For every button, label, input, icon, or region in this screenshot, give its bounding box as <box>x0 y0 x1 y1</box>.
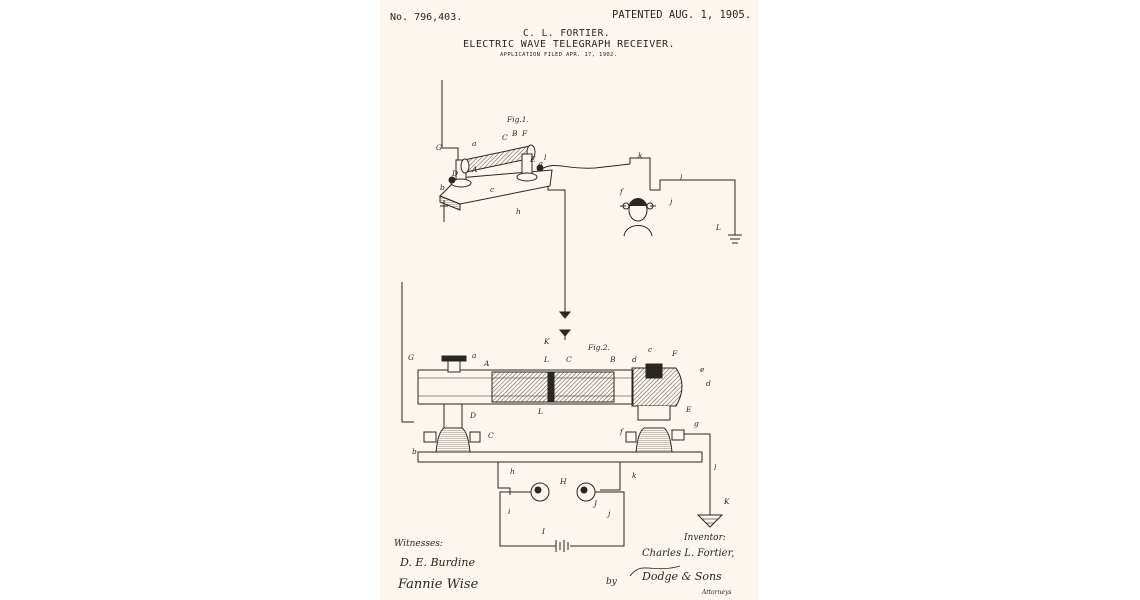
label-E: E <box>685 405 692 414</box>
label-k: k <box>638 151 643 160</box>
fig2-wire-h <box>498 462 510 495</box>
label-b: b <box>440 183 445 192</box>
fig2-battery-I <box>556 540 568 552</box>
figure-1: Fig.1. <box>436 80 742 318</box>
label-C-lower: C <box>488 431 494 440</box>
fig1-wire-l <box>650 180 735 235</box>
label-j: j <box>668 197 673 206</box>
label-a: a <box>472 139 476 148</box>
patent-drawing: Fig.1. <box>380 0 758 600</box>
label-f: f <box>619 187 624 196</box>
label-B: B <box>511 129 518 138</box>
label-A: A <box>483 359 490 368</box>
label-L: L <box>537 407 543 416</box>
attorney-signature: Dodge & Sons <box>641 570 722 583</box>
label-l: l <box>680 173 683 182</box>
fig1-caption: Fig.1. <box>506 115 529 124</box>
label-D: D <box>469 411 476 420</box>
fig2-antenna-wire <box>402 282 414 422</box>
figure-2: Fig.2. <box>402 282 730 552</box>
label-A: A <box>471 165 478 174</box>
fig2-right-cap <box>632 364 682 420</box>
fig1-wire-k <box>540 164 630 170</box>
label-g: g <box>694 419 699 428</box>
label-c: c <box>648 345 653 354</box>
label-F: F <box>521 129 528 138</box>
witness-2-signature: Fannie Wise <box>397 577 479 592</box>
fig2-ground-top <box>560 330 570 336</box>
label-C: C <box>566 355 572 364</box>
label-b: b <box>412 447 417 456</box>
label-j: j <box>606 509 611 518</box>
witnesses-heading: Witnesses: <box>394 539 443 549</box>
fig1-wire-ground <box>548 186 565 312</box>
by-label: by <box>606 577 618 587</box>
attorneys-label: Attorneys <box>701 589 731 596</box>
label-C: C <box>502 133 508 142</box>
fig2-tube <box>418 370 633 404</box>
label-h: h <box>510 467 515 476</box>
fig2-right-post <box>626 428 684 452</box>
label-G: G <box>408 353 414 362</box>
label-d: d <box>706 379 711 388</box>
label-H: H <box>559 477 567 486</box>
label-L: L <box>715 223 721 232</box>
label-D: D <box>451 169 458 178</box>
operator-figure <box>620 199 656 237</box>
label-k: k <box>632 471 637 480</box>
witness-1-signature: D. E. Burdine <box>399 556 476 569</box>
label-B: B <box>609 355 616 364</box>
label-l-top: l <box>544 153 547 162</box>
label-a: a <box>472 351 476 360</box>
label-G: G <box>436 143 442 152</box>
fig2-base-plate <box>418 452 702 462</box>
label-K: K <box>723 497 730 506</box>
label-J: J <box>592 499 598 508</box>
fig1-battery <box>728 235 742 243</box>
fig2-ground-K <box>698 515 722 527</box>
label-e: e <box>700 365 705 374</box>
fig1-ground-symbol <box>560 312 570 318</box>
label-E: E <box>529 155 536 164</box>
label-d-top: d <box>632 355 637 364</box>
label-F: F <box>671 349 678 358</box>
label-g: g <box>538 159 543 168</box>
label-I: I <box>541 527 546 536</box>
patent-sheet: No. 796,403. PATENTED AUG. 1, 1905. C. L… <box>380 0 758 600</box>
fig2-wire-k <box>600 462 620 490</box>
fig2-wire-l <box>684 434 710 515</box>
label-i: i <box>508 507 511 516</box>
fig2-caption: Fig.2. <box>587 343 610 352</box>
label-K-top: K <box>543 337 550 346</box>
label-f: f <box>619 427 624 436</box>
fig1-antenna-wire <box>442 80 458 168</box>
fig2-wire-i <box>500 492 556 546</box>
inventor-signature: Charles L. Fortier, <box>642 548 734 559</box>
label-l: l <box>714 463 717 472</box>
inventor-heading: Inventor: <box>683 533 726 543</box>
label-L-top: L <box>543 355 549 364</box>
label-h: h <box>516 207 521 216</box>
